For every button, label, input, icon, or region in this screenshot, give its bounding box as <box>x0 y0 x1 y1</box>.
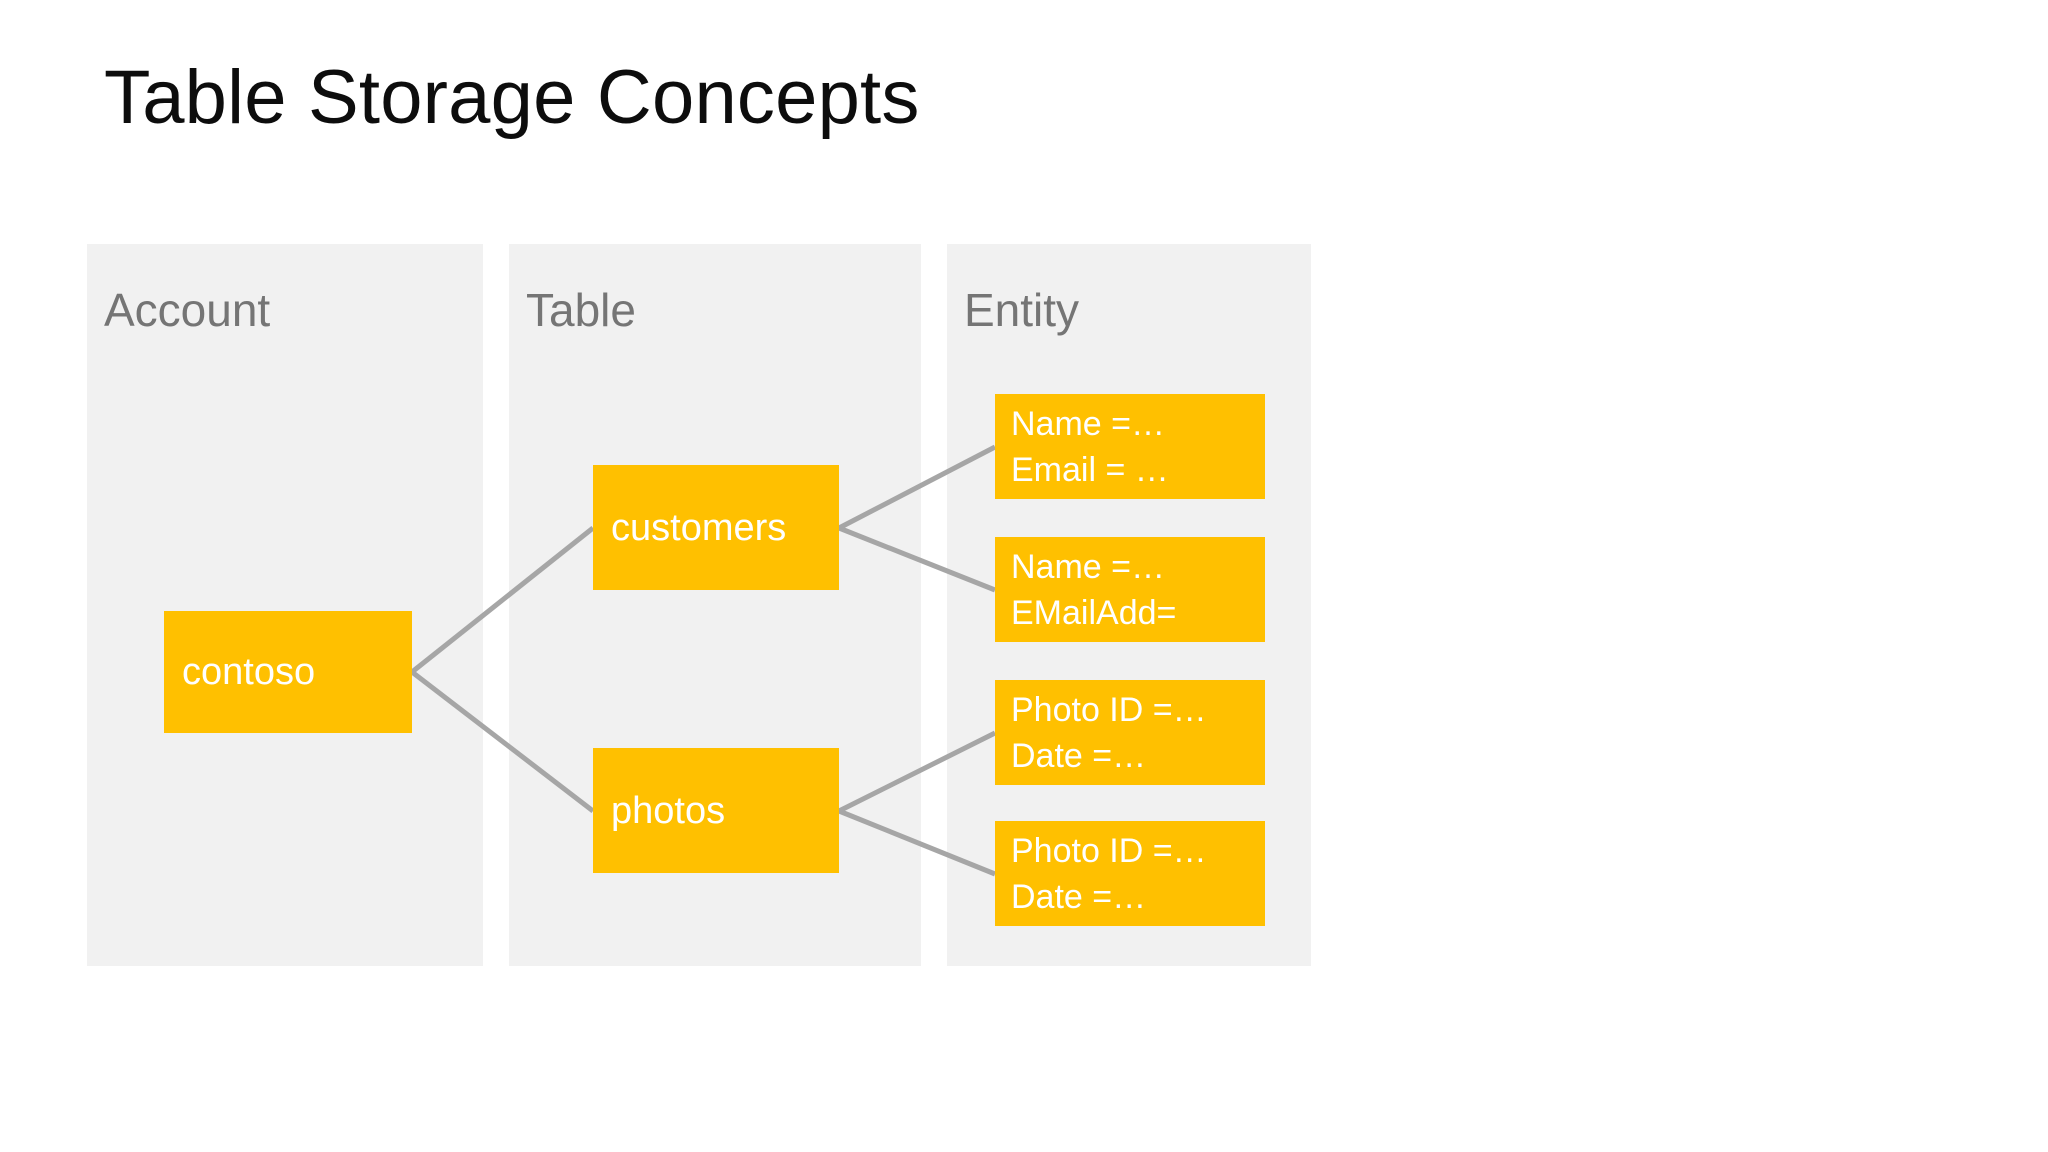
node-entity-4[interactable]: Photo ID =… Date =… <box>995 821 1265 926</box>
node-entity-1-line-1: Name =… <box>1011 404 1165 443</box>
node-entity-4-line-2: Date =… <box>1011 877 1147 916</box>
node-customers-label: customers <box>611 506 787 549</box>
column-label-table: Table <box>526 284 636 336</box>
column-label-account: Account <box>104 284 271 336</box>
node-entity-3[interactable]: Photo ID =… Date =… <box>995 680 1265 785</box>
node-entity-1-line-2: Email = … <box>1011 450 1169 489</box>
column-label-entity: Entity <box>964 284 1080 336</box>
node-contoso[interactable]: contoso <box>164 611 412 733</box>
node-customers[interactable]: customers <box>593 465 839 590</box>
node-entity-2[interactable]: Name =… EMailAdd= <box>995 537 1265 642</box>
node-entity-4-line-1: Photo ID =… <box>1011 831 1207 870</box>
node-entity-3-line-1: Photo ID =… <box>1011 690 1207 729</box>
column-panel-account <box>87 244 483 966</box>
node-entity-2-line-2: EMailAdd= <box>1011 593 1177 632</box>
node-photos[interactable]: photos <box>593 748 839 873</box>
node-entity-3-line-2: Date =… <box>1011 736 1147 775</box>
node-entity-1[interactable]: Name =… Email = … <box>995 394 1265 499</box>
page-title: Table Storage Concepts <box>104 55 920 140</box>
node-entity-2-line-1: Name =… <box>1011 547 1165 586</box>
node-photos-label: photos <box>611 789 726 832</box>
node-contoso-label: contoso <box>182 651 316 693</box>
